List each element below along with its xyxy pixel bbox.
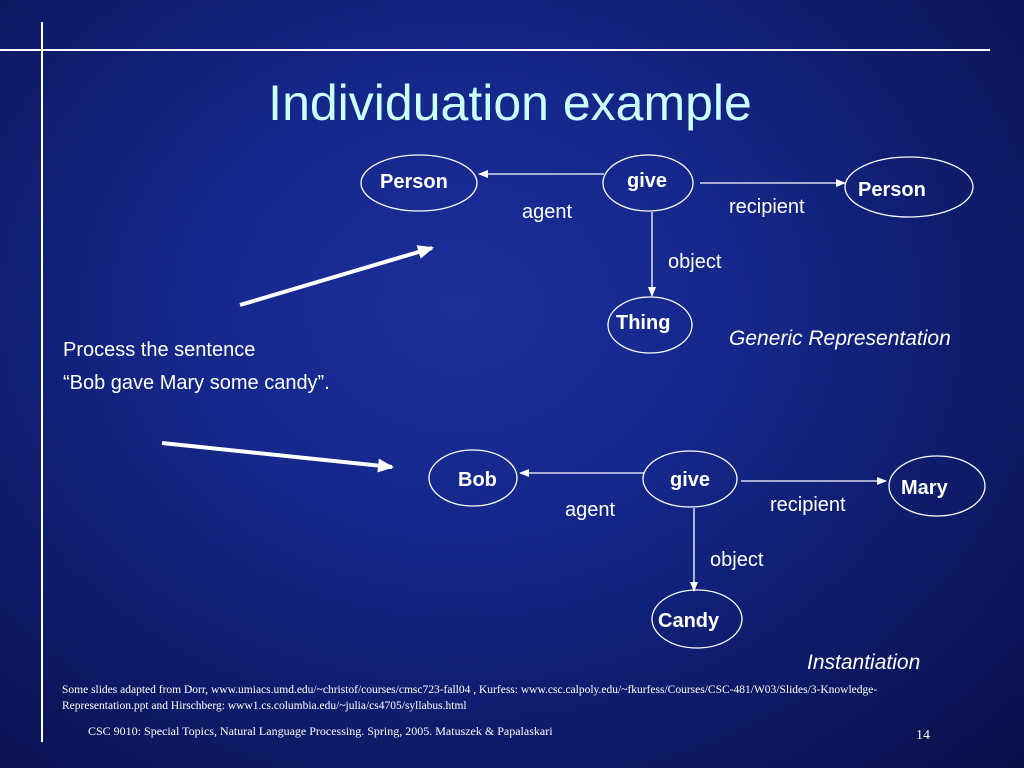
instance-recipient-label: recipient [770, 494, 846, 516]
generic-thing-node [607, 296, 693, 354]
instance-graph: Bob give Mary Candy agent recipient obje… [428, 449, 986, 674]
top-rule [0, 49, 990, 51]
process-text: Process the sentence “Bob gave Mary some… [63, 334, 330, 400]
generic-recipient-label: recipient [729, 196, 805, 218]
generic-person-recipient-node [844, 156, 974, 218]
slide-title: Individuation example [268, 75, 752, 131]
generic-give-label: give [627, 170, 667, 192]
pointer-arrow-instance [161, 441, 394, 473]
left-rule [41, 22, 43, 742]
generic-person-recipient-label: Person [858, 179, 926, 201]
instance-agent-label: agent [565, 499, 615, 521]
generic-person-agent-node [360, 154, 478, 212]
instance-give-node [642, 450, 738, 508]
generic-thing-label: Thing [616, 312, 670, 334]
instance-bob-label: Bob [458, 469, 497, 491]
instance-bob-node [428, 449, 518, 507]
generic-person-agent-label: Person [380, 171, 448, 193]
generic-graph: Person give Person Thing agent recipient… [360, 154, 974, 354]
generic-give-node [602, 154, 694, 212]
generic-caption: Generic Representation [729, 327, 951, 350]
instance-mary-node [888, 455, 986, 517]
footer-text: CSC 9010: Special Topics, Natural Langua… [88, 724, 553, 738]
pointer-arrow-generic [239, 245, 434, 307]
instance-object-label: object [710, 549, 764, 571]
instance-mary-label: Mary [901, 477, 949, 499]
sources-note: Some slides adapted from Dorr, www.umiac… [62, 684, 878, 712]
page-number: 14 [916, 728, 930, 743]
generic-agent-label: agent [522, 201, 572, 223]
process-line-1: Process the sentence [63, 339, 256, 361]
process-line-2: “Bob gave Mary some candy”. [63, 372, 330, 394]
instance-caption: Instantiation [807, 651, 920, 674]
instance-candy-label: Candy [658, 610, 720, 632]
generic-object-label: object [668, 251, 722, 273]
instance-give-label: give [670, 469, 710, 491]
